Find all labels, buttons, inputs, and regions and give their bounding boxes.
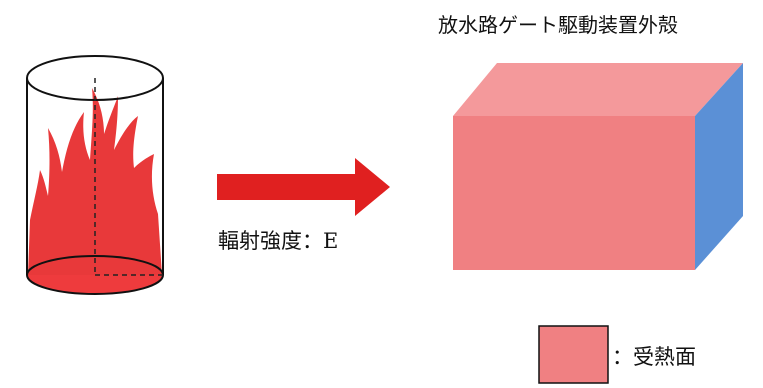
legend-label: ：受熱面	[612, 345, 696, 369]
box-top-face	[453, 63, 743, 116]
box-front-face	[453, 116, 695, 270]
legend: ：受熱面	[538, 325, 696, 384]
fire-source	[26, 55, 164, 295]
legend-swatch	[538, 325, 609, 384]
target-title: 放水路ゲート駆動装置外殻	[438, 13, 678, 37]
radiation-arrow	[217, 158, 390, 216]
radiation-label: 輻射強度：E	[218, 229, 338, 253]
box-side-face	[695, 63, 743, 270]
gate-drive-box	[453, 63, 743, 270]
